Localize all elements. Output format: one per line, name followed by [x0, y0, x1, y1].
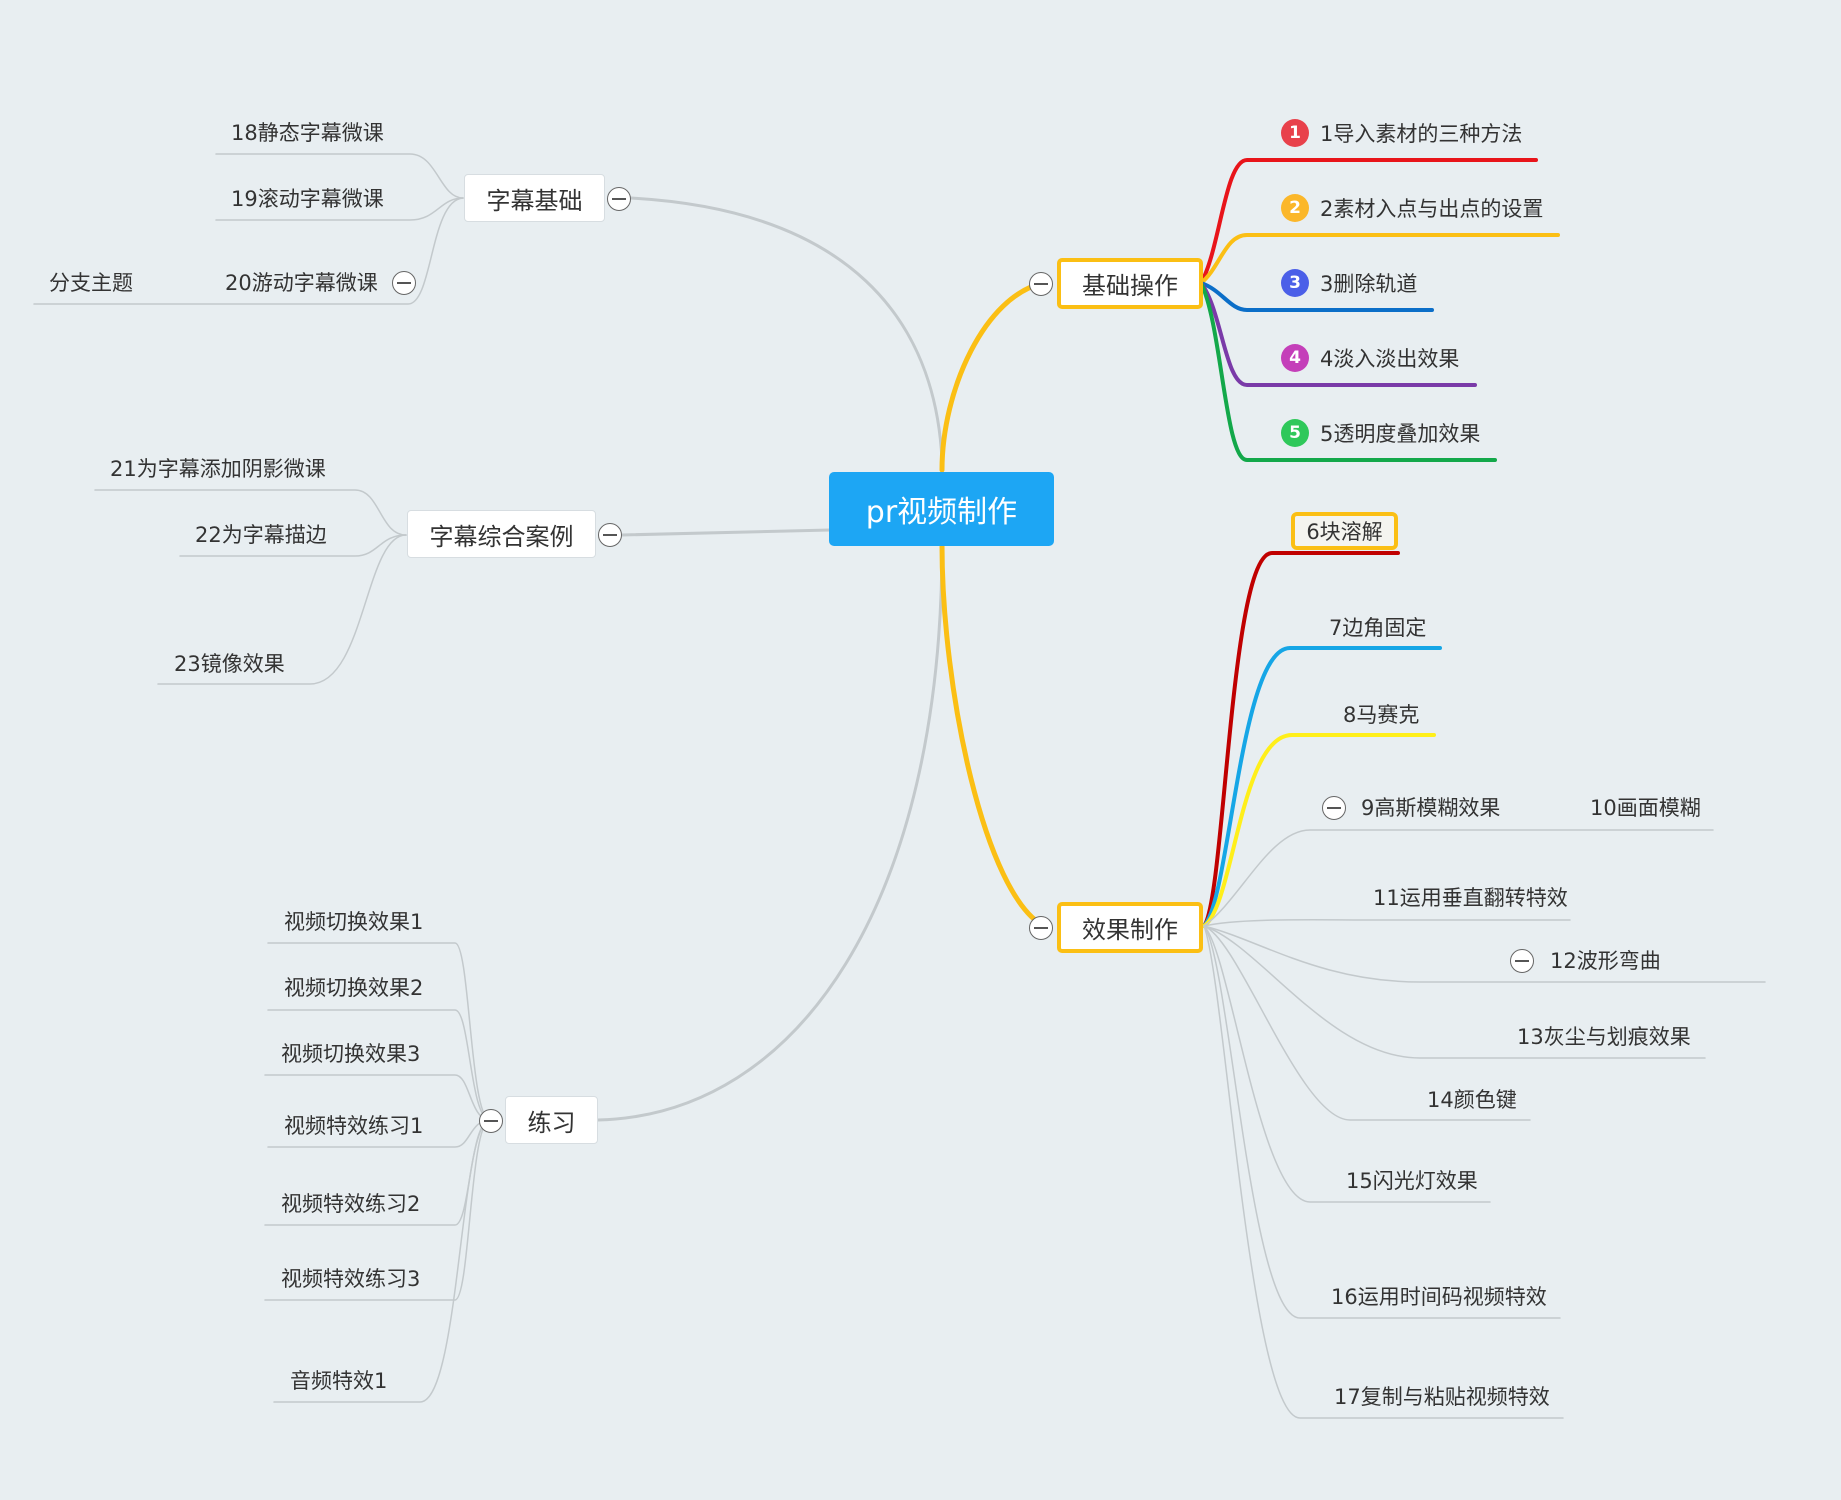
topic-item-13[interactable]: 13灰尘与划痕效果	[1517, 1025, 1691, 1049]
topic-item-22[interactable]: 22为字幕描边	[195, 523, 327, 547]
priority-5-icon: 5	[1281, 419, 1309, 447]
collapse-toggle-icon[interactable]	[1029, 272, 1053, 296]
topic-item-15[interactable]: 15闪光灯效果	[1346, 1169, 1478, 1193]
collapse-toggle-icon[interactable]	[598, 523, 622, 547]
topic-item-10[interactable]: 10画面模糊	[1590, 796, 1701, 820]
topic-item-8[interactable]: 8马赛克	[1343, 703, 1420, 727]
branch-basic-operations[interactable]: 基础操作	[1057, 258, 1203, 309]
collapse-toggle-icon[interactable]	[607, 187, 631, 211]
topic-item-4[interactable]: 4淡入淡出效果	[1320, 347, 1460, 371]
topic-subtopic[interactable]: 分支主题	[49, 271, 133, 295]
collapse-toggle-icon[interactable]	[1322, 796, 1346, 820]
topic-item-2[interactable]: 2素材入点与出点的设置	[1320, 197, 1544, 221]
topic-item-16[interactable]: 16运用时间码视频特效	[1331, 1285, 1547, 1309]
topic-item-7[interactable]: 7边角固定	[1329, 616, 1427, 640]
topic-item-3[interactable]: 3删除轨道	[1320, 272, 1418, 296]
practice-item-2[interactable]: 视频切换效果2	[284, 976, 424, 1000]
topic-item-6-selected[interactable]: 6块溶解	[1291, 512, 1398, 550]
topic-item-14[interactable]: 14颜色键	[1427, 1088, 1517, 1112]
topic-item-18[interactable]: 18静态字幕微课	[231, 121, 384, 145]
priority-3-icon: 3	[1281, 269, 1309, 297]
practice-item-7[interactable]: 音频特效1	[290, 1369, 388, 1393]
collapse-toggle-icon[interactable]	[1510, 949, 1534, 973]
topic-item-19[interactable]: 19滚动字幕微课	[231, 187, 384, 211]
collapse-toggle-icon[interactable]	[479, 1109, 503, 1133]
branch-effects[interactable]: 效果制作	[1057, 902, 1203, 953]
topic-item-9[interactable]: 9高斯模糊效果	[1361, 796, 1501, 820]
priority-2-icon: 2	[1281, 194, 1309, 222]
practice-item-6[interactable]: 视频特效练习3	[281, 1267, 421, 1291]
topic-item-1[interactable]: 1导入素材的三种方法	[1320, 122, 1523, 146]
branch-subtitle-basics[interactable]: 字幕基础	[464, 174, 605, 222]
practice-item-3[interactable]: 视频切换效果3	[281, 1042, 421, 1066]
topic-item-21[interactable]: 21为字幕添加阴影微课	[110, 457, 326, 481]
central-topic[interactable]: pr视频制作	[829, 472, 1054, 546]
priority-4-icon: 4	[1281, 344, 1309, 372]
topic-item-23[interactable]: 23镜像效果	[174, 652, 285, 676]
branch-subtitle-cases[interactable]: 字幕综合案例	[407, 510, 596, 558]
topic-item-17[interactable]: 17复制与粘贴视频特效	[1334, 1385, 1550, 1409]
collapse-toggle-icon[interactable]	[392, 271, 416, 295]
priority-1-icon: 1	[1281, 119, 1309, 147]
practice-item-1[interactable]: 视频切换效果1	[284, 910, 424, 934]
topic-item-20[interactable]: 20游动字幕微课	[225, 271, 378, 295]
topic-item-5[interactable]: 5透明度叠加效果	[1320, 422, 1481, 446]
practice-item-4[interactable]: 视频特效练习1	[284, 1114, 424, 1138]
topic-item-11[interactable]: 11运用垂直翻转特效	[1373, 886, 1568, 910]
branch-practice[interactable]: 练习	[505, 1096, 598, 1144]
topic-item-12[interactable]: 12波形弯曲	[1550, 949, 1661, 973]
collapse-toggle-icon[interactable]	[1029, 916, 1053, 940]
practice-item-5[interactable]: 视频特效练习2	[281, 1192, 421, 1216]
